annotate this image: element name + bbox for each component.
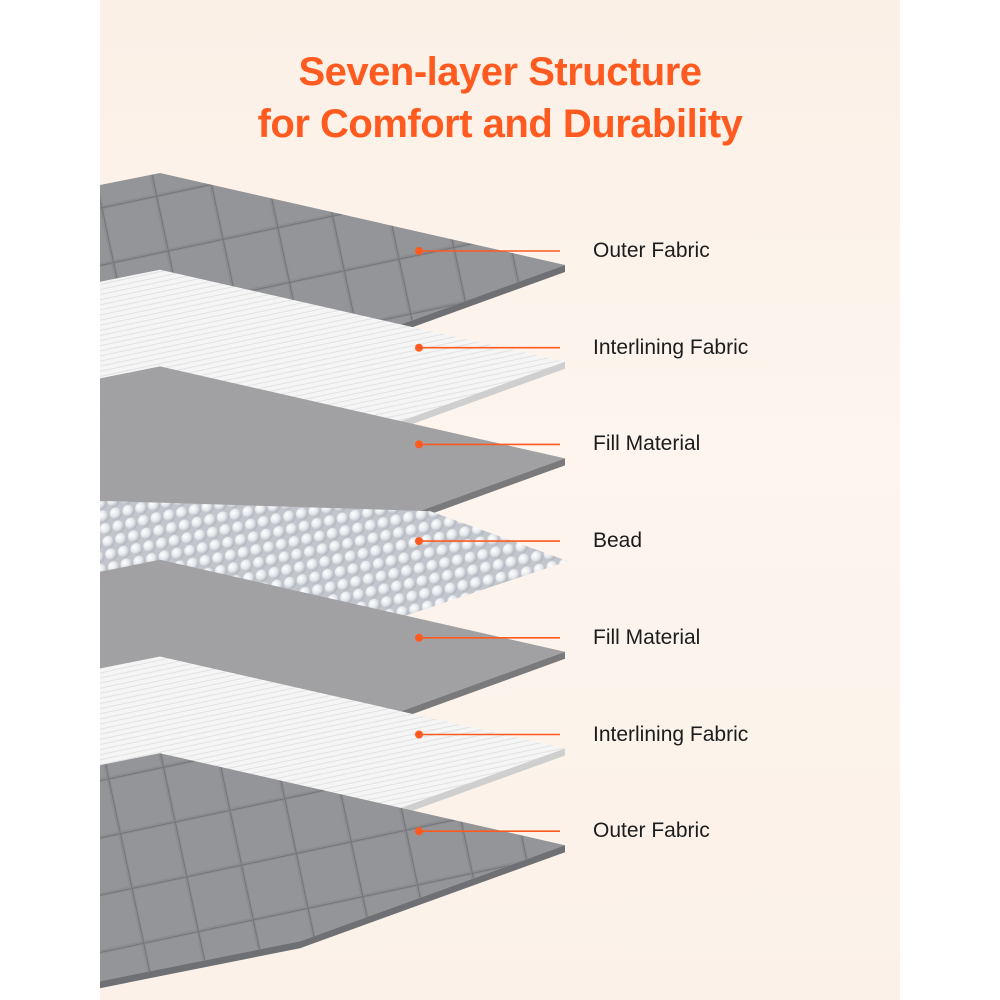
layer-label-3: Fill Material (593, 432, 701, 456)
layer-label-7: Outer Fabric (593, 819, 710, 843)
callout-dot (415, 633, 423, 642)
callout-dot (415, 440, 423, 449)
page-title: Seven-layer Structure for Comfort and Du… (0, 46, 1000, 150)
layer-edge-outer (100, 845, 565, 989)
title-line-1: Seven-layer Structure (298, 50, 702, 94)
callout-dot (415, 343, 423, 352)
callout-dot (415, 827, 423, 836)
callout-dot (415, 247, 423, 255)
layer-label-6: Interlining Fabric (593, 722, 749, 746)
title-line-2: for Comfort and Durability (257, 102, 743, 146)
callout-dot (415, 730, 423, 739)
layer-sheet-outer (100, 753, 565, 982)
layer-label-5: Fill Material (593, 625, 701, 649)
layer-callouts (415, 247, 560, 836)
callout-dot (415, 537, 423, 546)
layer-sheets (100, 173, 568, 989)
layer-label-1: Outer Fabric (593, 239, 710, 262)
layer-label-4: Bead (593, 529, 643, 553)
layer-label-2: Interlining Fabric (593, 335, 749, 359)
